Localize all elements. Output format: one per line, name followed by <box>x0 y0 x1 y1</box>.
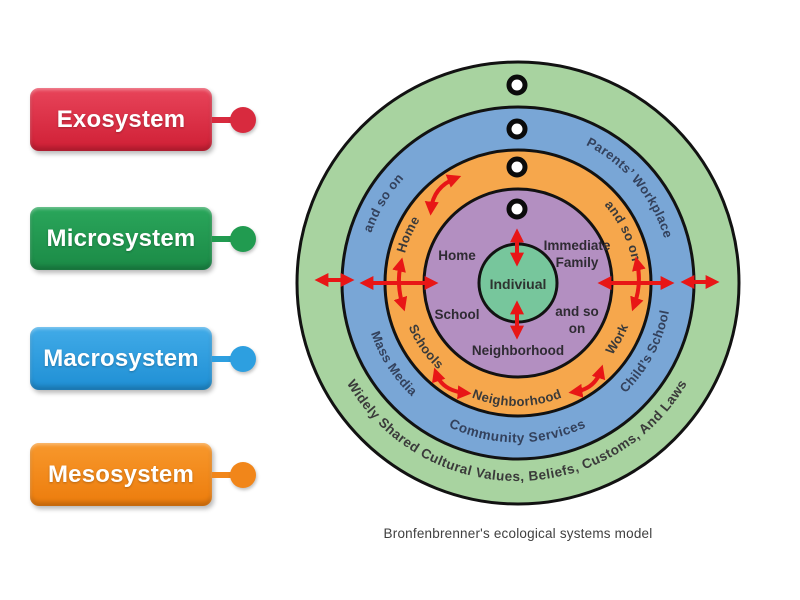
ring-label-immediate-family-line1: Immediate <box>544 238 611 253</box>
connector-stub <box>212 471 233 478</box>
ring-label-neighborhood-orange: Neighborhood <box>471 386 564 409</box>
answer-slot-4-microsystem-ring[interactable] <box>506 198 528 220</box>
connector-stub <box>212 116 233 123</box>
ring-label-and-so-line2: on <box>569 321 586 336</box>
connector-dot <box>230 225 256 252</box>
label-pill-text: Mesosystem <box>47 460 195 488</box>
connector-stub <box>212 355 233 362</box>
label-pill-mesosystem[interactable]: Mesosystem <box>30 443 256 506</box>
arrow-curve-bottom-left <box>432 367 472 400</box>
ring-label-neighborhood-purple: Neighborhood <box>472 343 564 358</box>
individual-label: Indiviual <box>490 276 547 292</box>
connector-stub <box>212 235 233 242</box>
ring-label-school-purple: School <box>434 307 479 322</box>
label-pill-exosystem[interactable]: Exosystem <box>30 88 256 151</box>
connector-dot <box>230 461 256 488</box>
answer-slot-3-mesosystem-ring[interactable] <box>506 156 528 178</box>
arrow-cross-left-vertical <box>392 257 408 312</box>
ring-label-home-purple: Home <box>438 248 476 263</box>
arrow-curve-bottom-right <box>568 364 606 398</box>
label-pill-macrosystem[interactable]: Macrosystem <box>30 327 256 390</box>
answer-slot-2-exosystem-ring[interactable] <box>506 118 528 140</box>
arrow-cross-right-vertical <box>630 256 646 312</box>
ring-label-and-so-line1: and so <box>555 304 599 319</box>
ring-label-immediate-family-line2: Family <box>556 255 599 270</box>
connector-dot <box>230 345 256 372</box>
label-pill-text: Microsystem <box>46 224 196 252</box>
answer-slot-1-macrosystem-ring[interactable] <box>506 74 528 96</box>
arrow-curve-top-left <box>424 174 462 216</box>
label-pill-text: Exosystem <box>56 105 186 133</box>
label-pill-microsystem[interactable]: Microsystem <box>30 207 256 270</box>
label-pill-text: Macrosystem <box>43 344 199 372</box>
diagram-caption: Bronfenbrenner's ecological systems mode… <box>383 526 653 541</box>
connector-dot <box>230 106 256 133</box>
